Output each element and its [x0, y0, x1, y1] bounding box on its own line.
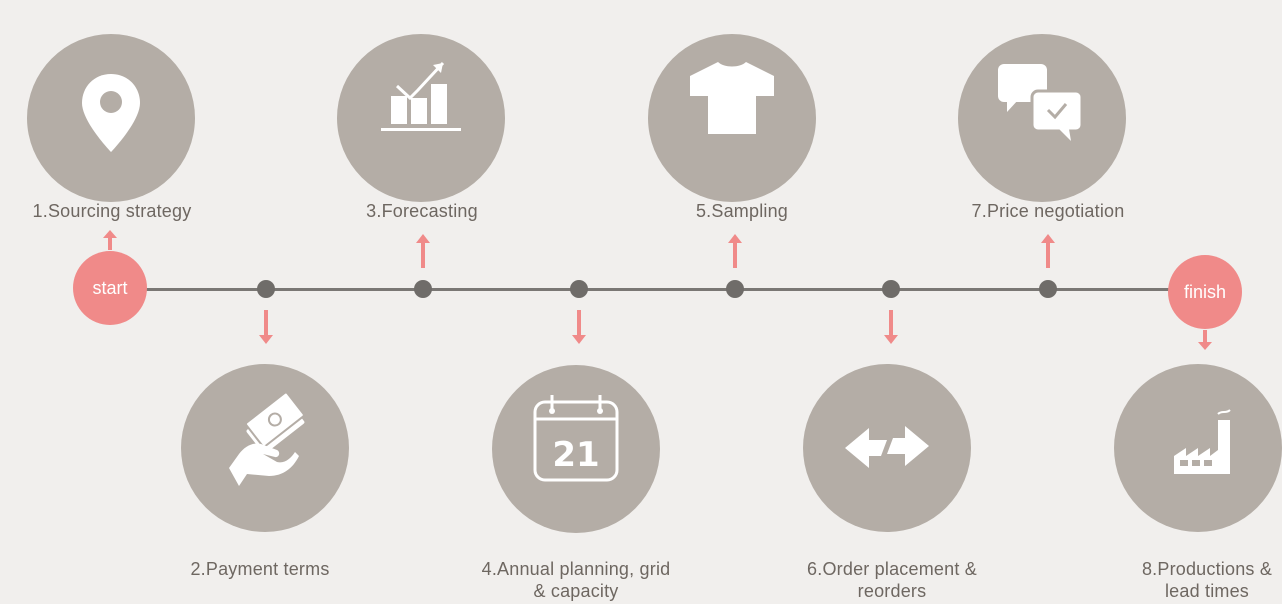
calendar-icon: 21 — [533, 395, 619, 482]
hand-money-icon — [229, 391, 305, 486]
step-3-label: 3.Forecasting — [366, 201, 478, 221]
step-4-circle: 21 — [492, 365, 660, 533]
step-4-label: 4.Annual planning, grid & capacity — [481, 559, 671, 601]
step-1-label: 1.Sourcing strategy — [32, 201, 192, 221]
timeline-dot — [570, 280, 588, 298]
step-6-label: 6.Order placement & reorders — [807, 559, 977, 601]
arrow-down-step-2 — [259, 310, 273, 344]
step-8-label: 8.Productions & lead times — [1141, 559, 1273, 601]
step-1-circle — [27, 34, 195, 202]
step-5-circle — [648, 34, 816, 202]
bar-chart-trend-icon — [381, 61, 461, 131]
chat-bubbles-check-icon — [998, 64, 1084, 141]
step-2-label: 2.Payment terms — [190, 559, 330, 579]
step-5-label: 5.Sampling — [695, 201, 789, 221]
step-7-label: 7.Price negotiation — [971, 201, 1125, 221]
arrow-down-step-6 — [884, 310, 898, 344]
timeline-dot — [882, 280, 900, 298]
location-pin-icon — [82, 74, 140, 152]
arrow-up-step-7 — [1041, 234, 1055, 268]
step-6-circle — [803, 364, 971, 532]
exchange-arrows-icon — [845, 426, 929, 468]
step-2-circle — [181, 364, 349, 532]
step-3-circle — [337, 34, 505, 202]
arrow-up-step-3 — [416, 234, 430, 268]
tshirt-icon — [690, 62, 774, 134]
timeline-dot — [1039, 280, 1057, 298]
timeline-dot — [257, 280, 275, 298]
timeline-dot — [726, 280, 744, 298]
finish-marker: finish — [1168, 255, 1242, 329]
arrow-up-step-5 — [728, 234, 742, 268]
timeline-dot — [414, 280, 432, 298]
factory-icon — [1174, 409, 1231, 474]
arrow-down-step-4 — [572, 310, 586, 344]
start-marker: start — [73, 251, 147, 325]
step-8-circle — [1114, 364, 1282, 532]
step-7-circle — [958, 34, 1126, 202]
calendar-day: 21 — [552, 435, 599, 475]
arrow-up-step-1 — [103, 230, 117, 250]
timeline-line — [112, 288, 1212, 291]
arrow-down-step-8 — [1198, 330, 1212, 350]
